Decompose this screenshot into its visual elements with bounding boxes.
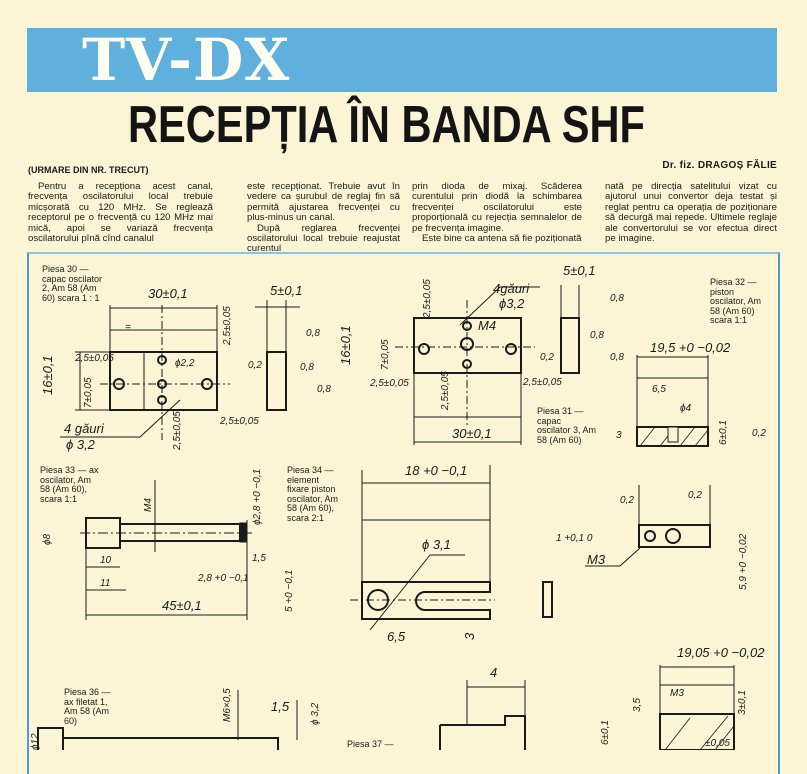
- dim-label: 7±0,05: [83, 377, 94, 408]
- dim-label: 7±0,05: [380, 339, 391, 370]
- dim-label: 16±0,1: [338, 325, 353, 365]
- dim-label: 2,5±0,05: [222, 306, 233, 345]
- dim-label: 5±0,1: [270, 283, 303, 298]
- dim-label: 19,05 +0 −0,02: [677, 645, 765, 660]
- dim-label: 0,2: [620, 495, 634, 506]
- dim-label: 0,8: [317, 384, 331, 395]
- dim-label: 10: [100, 555, 112, 566]
- dim-label: ϕ3,2: [499, 296, 525, 311]
- dim-label: 18 +0 −0,1: [405, 463, 468, 478]
- piece-31-label: Piesa 31 — capac oscilator 3, Am 58 (Am …: [537, 406, 597, 445]
- text-column-4: nată pe direcția satelitului vizat cu aj…: [605, 181, 777, 245]
- continuation-note: (URMARE DIN NR. TRECUT): [28, 165, 149, 175]
- dim-label: 11: [100, 578, 111, 589]
- dim-label: ϕ12: [30, 733, 41, 750]
- dim-label: 1 +0,1 0: [556, 533, 593, 544]
- technical-drawings: [37, 285, 735, 750]
- dim-label: 0,8: [306, 328, 320, 339]
- dim-label: ±0,05: [705, 738, 730, 749]
- dim-label: 3: [616, 430, 622, 441]
- dim-label: =: [125, 322, 131, 333]
- dim-label: M3: [587, 552, 606, 567]
- dim-label: 0,2: [688, 490, 702, 501]
- dim-label: 16±0,1: [40, 355, 55, 395]
- dim-label: 0,8: [300, 362, 314, 373]
- dim-label: ϕ 3,2: [310, 702, 321, 725]
- dim-label: 6±0,1: [718, 420, 729, 445]
- section-title: TV-DX: [82, 26, 291, 94]
- article-headline: RECEPȚIA ÎN BANDA SHF: [128, 96, 645, 154]
- dim-label: 45±0,1: [162, 598, 202, 613]
- paragraph: După reglarea frecvenței oscilatorului l…: [247, 222, 400, 255]
- piece-36-drawing: [37, 690, 298, 750]
- dim-label: 4: [490, 665, 498, 680]
- dim-label: 2,5±0,05: [75, 353, 114, 364]
- piece-30-label: Piesa 30 — capac oscilator 2, Am 58 (Am …: [42, 264, 103, 303]
- dim-label: 5±0,1: [563, 263, 596, 278]
- paragraph: prin dioda de mixaj. Scăderea curentului…: [412, 181, 582, 234]
- dim-label: M3: [670, 688, 684, 699]
- dim-label: 2,5±0,05: [523, 377, 562, 388]
- dim-label: 6,5: [387, 629, 406, 644]
- dim-label: 19,5 +0 −0,02: [650, 340, 731, 355]
- piece-38-drawing: [659, 665, 735, 750]
- dim-label: M4: [143, 498, 154, 512]
- dim-label: 2,5±0,05: [220, 416, 259, 427]
- paragraph: este recepționat. Trebuie avut în vedere…: [247, 181, 400, 224]
- piece-31-drawing: [395, 285, 580, 445]
- dim-label: 5 +0 −0,1: [284, 569, 295, 612]
- piece-34-drawing: [350, 465, 495, 631]
- piece-32-label: Piesa 32 — piston oscilator, Am 58 (Am 6…: [710, 277, 762, 326]
- dim-label: 2,8 +0 −0,1: [198, 573, 249, 584]
- dim-label: 0,2: [752, 428, 766, 439]
- piece-30-drawing: [60, 300, 300, 440]
- dim-label: ϕ2,8 +0 −0,1: [252, 468, 263, 525]
- dim-label: 30±0,1: [452, 426, 492, 441]
- paragraph: nată pe direcția satelitului vizat cu aj…: [605, 181, 777, 245]
- dim-label: 3±0,1: [737, 690, 748, 715]
- drawings-frame: [27, 252, 780, 774]
- piece-33-label: Piesa 33 — ax oscilator, Am 58 (Am 60), …: [40, 465, 99, 504]
- piece-35-drawing: [542, 485, 711, 618]
- dim-label: 2,5±0,05: [370, 378, 409, 389]
- dim-label: 4 găuri: [64, 421, 104, 436]
- section-banner: TV-DX: [27, 28, 777, 92]
- piece-33-drawing: [80, 480, 255, 620]
- dim-label: 0,2: [248, 360, 262, 371]
- dim-label: 2,5±0,05: [422, 279, 433, 318]
- dim-label: 5,9 +0 −0,02: [738, 533, 749, 590]
- dim-label: 1,5: [252, 553, 266, 564]
- dim-label: 6,5: [652, 384, 666, 395]
- dim-label: M6×0,5: [222, 688, 233, 722]
- dim-label: 6±0,1: [600, 720, 611, 745]
- dim-label: 3: [462, 632, 477, 640]
- dim-label: 0,2: [540, 352, 554, 363]
- dim-label: 3,5: [632, 698, 643, 712]
- piece-32-drawing: [636, 355, 709, 447]
- dim-label: 0,8: [610, 352, 624, 363]
- dim-label: 4găuri: [493, 281, 530, 296]
- piece-37-drawing: [439, 680, 526, 750]
- paragraph: Este bine ca antena să fie poziționată: [422, 233, 582, 245]
- dim-label: 1,5: [271, 699, 290, 714]
- piece-37-label: Piesa 37 —: [347, 739, 394, 749]
- dim-label: 0,8: [610, 293, 624, 304]
- text-column-1: Pentru a recepționa acest canal, frecven…: [28, 181, 213, 245]
- text-column-3: prin dioda de mixaj. Scăderea curentului…: [412, 181, 582, 245]
- dim-label: ϕ 3,2: [66, 437, 95, 452]
- dim-label: 2,5±0,05: [440, 371, 451, 410]
- dim-label: ϕ 3,1: [422, 537, 451, 552]
- dim-label: ϕ2,2: [175, 358, 195, 369]
- dim-label: ϕ8: [42, 533, 53, 545]
- dim-label: 30±0,1: [148, 286, 188, 301]
- text-column-2: este recepționat. Trebuie avut în vedere…: [247, 181, 400, 255]
- author-byline: Dr. fiz. DRAGOȘ FĂLIE: [662, 160, 777, 171]
- paragraph: Pentru a recepționa acest canal, frecven…: [28, 181, 213, 245]
- piece-34-label: Piesa 34 — element fixare piston oscilat…: [287, 465, 339, 523]
- dim-label: 2,5±0,05: [172, 411, 183, 450]
- dim-label: M4: [478, 318, 497, 333]
- dim-label: ϕ4: [680, 403, 692, 414]
- piece-36-label: Piesa 36 — ax filetat 1, Am 58 (Am 60): [64, 687, 111, 726]
- dim-label: 0,8: [590, 330, 604, 341]
